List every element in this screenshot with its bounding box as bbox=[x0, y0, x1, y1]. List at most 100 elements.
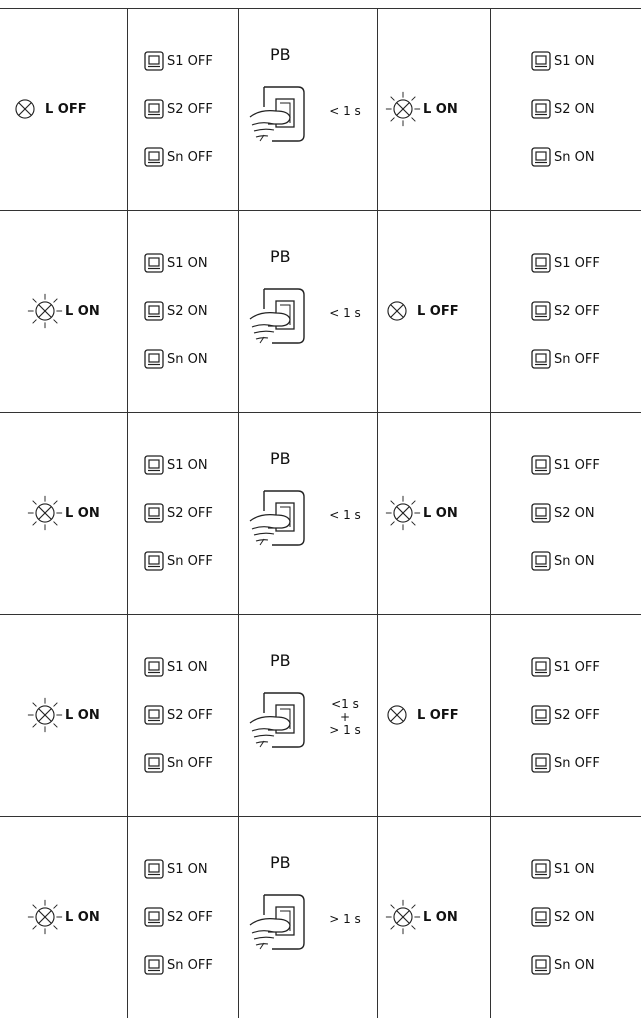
lamp-before: L OFF bbox=[6, 90, 87, 128]
switch-icon bbox=[144, 301, 164, 321]
switch-status: S1 OFF bbox=[531, 657, 600, 677]
switch-status: S2 ON bbox=[531, 907, 595, 927]
lamp-after: L ON bbox=[384, 898, 458, 936]
lamp-label: L ON bbox=[65, 505, 100, 521]
switch-icon bbox=[531, 51, 551, 71]
switch-icon bbox=[144, 859, 164, 879]
pushbutton-hand-icon bbox=[246, 81, 316, 151]
lamp-on-icon bbox=[27, 495, 63, 531]
lamp-label: L OFF bbox=[45, 101, 87, 117]
switch-status: S1 ON bbox=[144, 253, 208, 273]
switch-status: S2 ON bbox=[531, 503, 595, 523]
switch-label: S2 ON bbox=[554, 101, 595, 117]
switch-label: S1 ON bbox=[554, 861, 595, 877]
switch-label: Sn ON bbox=[554, 957, 595, 973]
switch-label: S2 OFF bbox=[167, 505, 213, 521]
switch-icon bbox=[144, 147, 164, 167]
pushbutton-hand-icon bbox=[246, 485, 316, 555]
press-duration: < 1 s bbox=[316, 305, 374, 320]
switch-status: S1 ON bbox=[144, 657, 208, 677]
switch-status: Sn ON bbox=[531, 147, 595, 167]
switch-status: S2 OFF bbox=[144, 705, 213, 725]
switch-icon bbox=[531, 349, 551, 369]
pushbutton-label: PB bbox=[270, 449, 291, 468]
switch-icon bbox=[144, 551, 164, 571]
lamp-before: L ON bbox=[26, 292, 100, 330]
pushbutton-label: PB bbox=[270, 45, 291, 64]
switch-status: Sn ON bbox=[531, 551, 595, 571]
switch-status: S2 OFF bbox=[531, 705, 600, 725]
press-duration-line: + bbox=[339, 709, 351, 724]
switch-status: S1 ON bbox=[531, 51, 595, 71]
switch-icon bbox=[144, 955, 164, 975]
column-divider bbox=[490, 8, 491, 1018]
switch-status: Sn OFF bbox=[144, 147, 213, 167]
lamp-label: L ON bbox=[423, 909, 458, 925]
switch-icon bbox=[144, 705, 164, 725]
switch-status: S2 OFF bbox=[144, 99, 213, 119]
switch-status: Sn OFF bbox=[531, 349, 600, 369]
press-duration: <1 s+> 1 s bbox=[316, 696, 374, 737]
switch-icon bbox=[144, 253, 164, 273]
switch-label: S2 OFF bbox=[167, 101, 213, 117]
row-divider bbox=[0, 8, 641, 9]
lamp-label: L ON bbox=[65, 303, 100, 319]
switch-label: Sn ON bbox=[167, 351, 208, 367]
lamp-label: L ON bbox=[423, 505, 458, 521]
row-divider bbox=[0, 816, 641, 817]
switch-label: Sn OFF bbox=[167, 755, 213, 771]
switch-label: S1 ON bbox=[167, 255, 208, 271]
switch-icon bbox=[144, 99, 164, 119]
press-duration: < 1 s bbox=[316, 507, 374, 522]
switch-label: S1 ON bbox=[167, 861, 208, 877]
lamp-before: L ON bbox=[26, 898, 100, 936]
switch-label: S2 OFF bbox=[554, 303, 600, 319]
lamp-off-icon bbox=[387, 301, 407, 321]
switch-label: S1 OFF bbox=[554, 457, 600, 473]
switch-label: S1 ON bbox=[167, 457, 208, 473]
lamp-before: L ON bbox=[26, 696, 100, 734]
row-divider bbox=[0, 412, 641, 413]
switch-label: Sn OFF bbox=[167, 149, 213, 165]
switch-label: S2 OFF bbox=[167, 707, 213, 723]
switch-label: Sn OFF bbox=[554, 351, 600, 367]
press-duration: > 1 s bbox=[316, 912, 374, 926]
switch-icon bbox=[531, 551, 551, 571]
switch-icon bbox=[531, 455, 551, 475]
switch-label: Sn ON bbox=[554, 149, 595, 165]
switch-label: S2 OFF bbox=[167, 909, 213, 925]
switch-status: Sn OFF bbox=[144, 753, 213, 773]
switch-label: S2 ON bbox=[554, 909, 595, 925]
row-divider bbox=[0, 614, 641, 615]
switch-icon bbox=[531, 753, 551, 773]
lamp-after: L OFF bbox=[378, 696, 459, 734]
switch-icon bbox=[531, 99, 551, 119]
switch-icon bbox=[531, 907, 551, 927]
switch-label: S1 ON bbox=[167, 659, 208, 675]
press-duration: < 1 s bbox=[316, 103, 374, 118]
pushbutton-label: PB bbox=[270, 247, 291, 266]
switch-label: Sn OFF bbox=[554, 755, 600, 771]
switch-icon bbox=[531, 955, 551, 975]
row-divider bbox=[0, 210, 641, 211]
switch-status: S1 ON bbox=[144, 859, 208, 879]
press-duration-line: > 1 s bbox=[329, 722, 361, 737]
switch-status: Sn OFF bbox=[144, 955, 213, 975]
switch-label: S2 OFF bbox=[554, 707, 600, 723]
switch-status: S2 OFF bbox=[144, 907, 213, 927]
switch-label: Sn OFF bbox=[167, 957, 213, 973]
lamp-on-icon bbox=[385, 495, 421, 531]
switch-status: Sn OFF bbox=[144, 551, 213, 571]
switch-label: S1 OFF bbox=[554, 255, 600, 271]
switch-label: S2 ON bbox=[554, 505, 595, 521]
press-duration-line: <1 s bbox=[331, 696, 359, 711]
switch-icon bbox=[531, 301, 551, 321]
press-duration-line: < 1 s bbox=[329, 507, 361, 522]
switch-status: S1 OFF bbox=[531, 455, 600, 475]
press-duration-line: < 1 s bbox=[329, 305, 361, 320]
lamp-on-icon bbox=[27, 697, 63, 733]
column-divider bbox=[238, 8, 239, 1018]
press-duration-line: < 1 s bbox=[329, 103, 361, 118]
switch-icon bbox=[144, 51, 164, 71]
